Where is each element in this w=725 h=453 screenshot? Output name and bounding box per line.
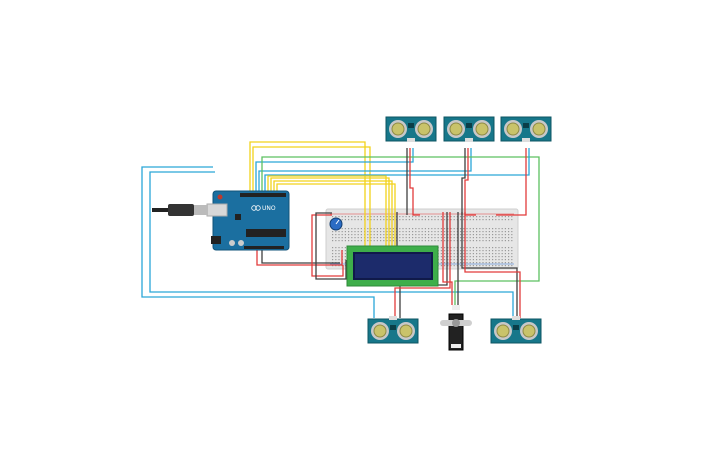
wire[interactable] — [141, 166, 375, 318]
potentiometer[interactable] — [329, 217, 343, 231]
wire[interactable] — [464, 148, 476, 216]
board-label: UNO — [262, 205, 276, 212]
wire[interactable] — [252, 146, 371, 246]
reset-button[interactable] — [217, 194, 223, 200]
wire[interactable] — [315, 212, 347, 280]
wire[interactable] — [442, 212, 453, 305]
servo-motor[interactable] — [440, 305, 472, 351]
wire[interactable] — [311, 214, 344, 277]
wire[interactable] — [149, 171, 514, 318]
wires — [141, 141, 540, 318]
wire[interactable] — [255, 148, 414, 193]
lcd-16x2[interactable] — [346, 245, 439, 287]
arduino-uno[interactable]: UNO — [211, 190, 290, 251]
wire[interactable] — [409, 148, 420, 216]
wire[interactable] — [267, 175, 387, 246]
ultrasonic-sensor[interactable] — [443, 116, 495, 142]
wire[interactable] — [461, 148, 466, 215]
wire[interactable] — [394, 212, 451, 318]
ultrasonic-sensor[interactable] — [490, 316, 542, 344]
wire[interactable] — [256, 249, 343, 266]
ultrasonic-sensor[interactable] — [385, 116, 437, 142]
wire[interactable] — [261, 156, 540, 305]
wire[interactable] — [261, 249, 340, 264]
wire[interactable] — [273, 180, 393, 246]
wire[interactable] — [461, 212, 518, 318]
wire[interactable] — [258, 148, 472, 193]
wire[interactable] — [464, 212, 521, 318]
wire[interactable] — [249, 141, 366, 246]
wire[interactable] — [496, 148, 527, 216]
usb-cable[interactable] — [152, 203, 228, 217]
wire[interactable] — [276, 183, 396, 246]
wire[interactable] — [264, 148, 530, 193]
lcd-screen — [355, 254, 431, 278]
ultrasonic-sensor[interactable] — [367, 316, 419, 344]
ultrasonic-sensor[interactable] — [500, 116, 552, 142]
wire[interactable] — [270, 177, 390, 246]
